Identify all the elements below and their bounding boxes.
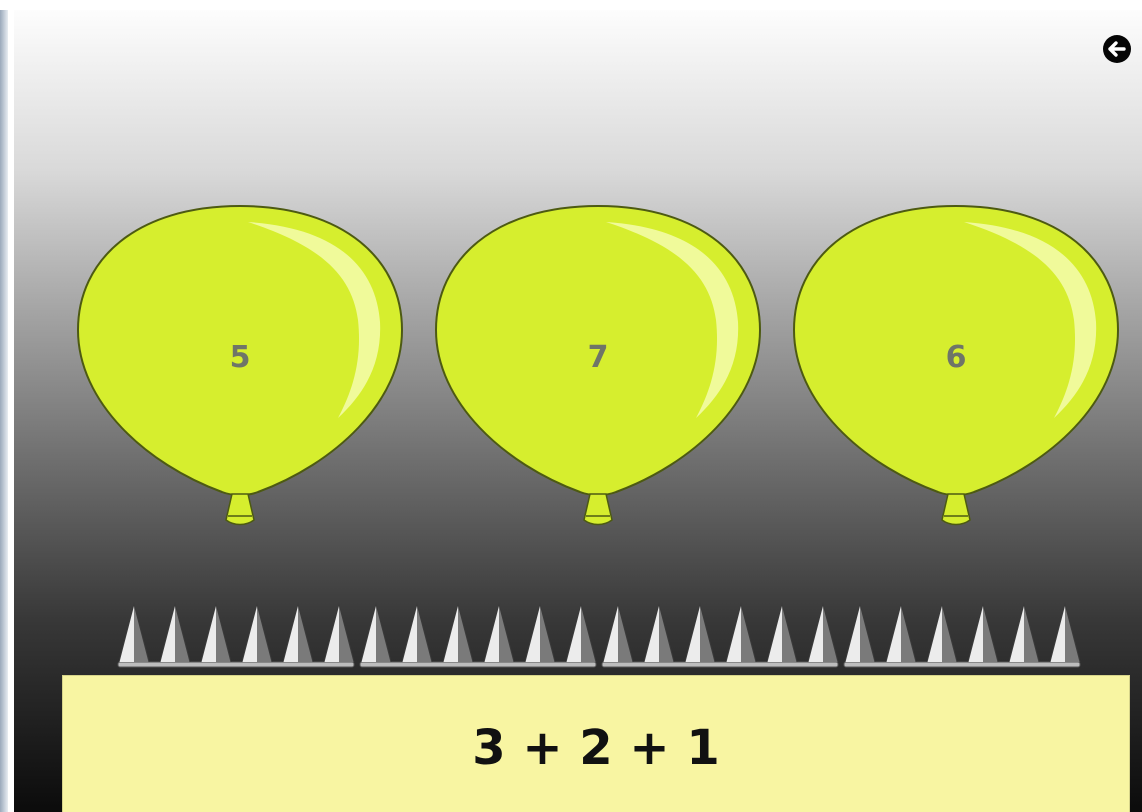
spike xyxy=(967,602,999,663)
balloon-number: 6 xyxy=(945,340,967,375)
spike xyxy=(323,602,355,663)
spike xyxy=(524,602,556,663)
spike xyxy=(684,602,716,663)
spike xyxy=(1008,602,1040,663)
balloon-shape xyxy=(76,204,404,526)
spike xyxy=(442,602,474,663)
spike xyxy=(725,602,757,663)
game-stage: 5 7 6 3 + 2 + 1 xyxy=(14,10,1142,812)
spike xyxy=(1049,602,1081,663)
balloon-option-3[interactable]: 6 xyxy=(792,202,1120,538)
balloon-shape xyxy=(792,204,1120,526)
spike xyxy=(926,602,958,663)
spike xyxy=(483,602,515,663)
spike xyxy=(565,602,597,663)
spike-base xyxy=(359,661,597,668)
spike xyxy=(844,602,876,663)
balloon-option-2[interactable]: 7 xyxy=(434,202,762,538)
spike xyxy=(602,602,634,663)
spike xyxy=(200,602,232,663)
spike xyxy=(643,602,675,663)
spike xyxy=(241,602,273,663)
spike xyxy=(118,602,150,663)
balloon-shape xyxy=(434,204,762,526)
balloon-option-1[interactable]: 5 xyxy=(76,202,404,538)
spike-base xyxy=(601,661,839,668)
back-button[interactable] xyxy=(1102,34,1132,64)
spike xyxy=(159,602,191,663)
spike-base xyxy=(843,661,1081,668)
window-top-edge xyxy=(0,0,1142,10)
spike xyxy=(766,602,798,663)
balloon-number: 5 xyxy=(229,340,251,375)
spike xyxy=(807,602,839,663)
spike xyxy=(360,602,392,663)
spike xyxy=(282,602,314,663)
spike xyxy=(885,602,917,663)
arrow-left-circle-icon xyxy=(1103,35,1131,63)
window-edge xyxy=(0,0,8,812)
spike-row xyxy=(117,602,1081,668)
balloon-number: 7 xyxy=(587,340,609,375)
math-expression: 3 + 2 + 1 xyxy=(472,720,720,776)
spike xyxy=(401,602,433,663)
answer-panel: 3 + 2 + 1 xyxy=(62,675,1130,812)
spike-base xyxy=(117,661,355,668)
